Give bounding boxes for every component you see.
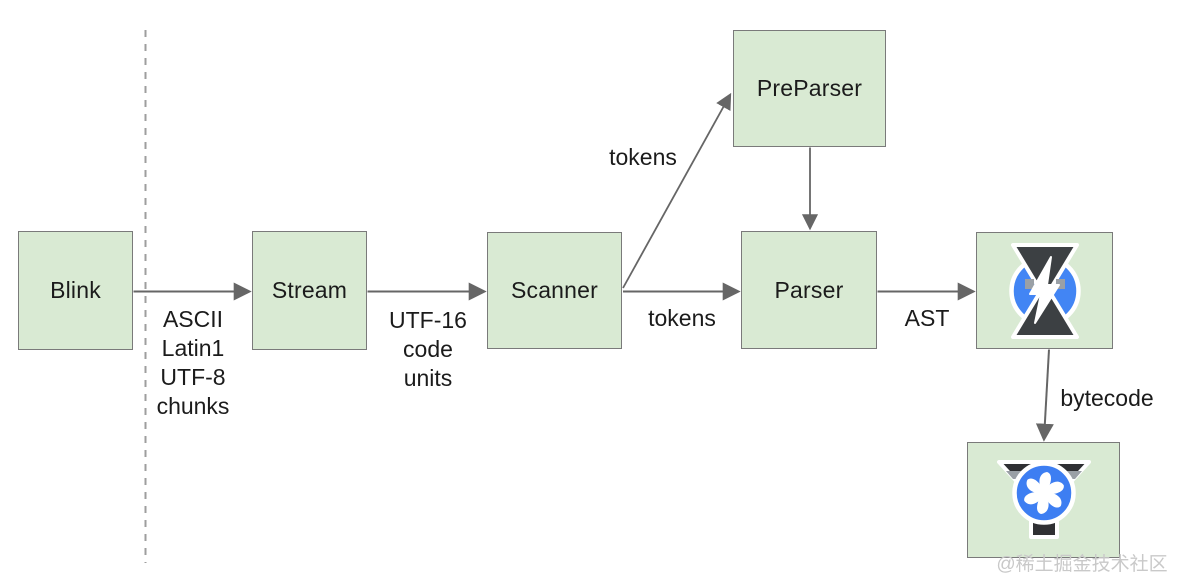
- node-parser-label: Parser: [774, 276, 844, 303]
- turbofan-compiler-icon: [996, 460, 1091, 539]
- node-parser: Parser: [741, 231, 877, 349]
- node-blink-label: Blink: [50, 277, 101, 303]
- edge-label-scanner-parser: tokens: [648, 305, 716, 331]
- ignition-interpreter-icon: [1008, 242, 1081, 339]
- node-preparser: PreParser: [733, 30, 886, 147]
- node-preparser-label: PreParser: [756, 75, 863, 101]
- edge-label-ignition-turbofan: bytecode: [1060, 385, 1154, 411]
- edge-label-scanner-preparser: tokens: [609, 144, 677, 170]
- edge-label-stream-scanner: UTF-16 code units: [389, 307, 467, 391]
- turbofan-fan-blades: [1023, 472, 1064, 514]
- watermark: @稀土掘金技术社区: [996, 554, 1168, 575]
- edge-label-parser-ignition: AST: [904, 305, 950, 331]
- node-blink: Blink: [18, 231, 133, 350]
- node-stream-label: Stream: [271, 277, 348, 303]
- arrow-ignition-to-turbofan: [1035, 349, 1054, 442]
- node-stream: Stream: [252, 231, 367, 350]
- node-scanner: Scanner: [487, 232, 622, 349]
- arrow-scanner-to-preparser: [622, 92, 732, 289]
- ignition-gray-tab-left: [1024, 278, 1034, 289]
- ignition-gray-tab-right: [1055, 278, 1065, 289]
- edge-label-blink-stream: ASCII Latin1 UTF-8 chunks: [156, 306, 230, 419]
- ignition-lightning-bolt: [1028, 255, 1060, 324]
- node-ignition: [976, 232, 1113, 349]
- node-turbofan: [967, 442, 1120, 558]
- node-scanner-label: Scanner: [510, 277, 599, 303]
